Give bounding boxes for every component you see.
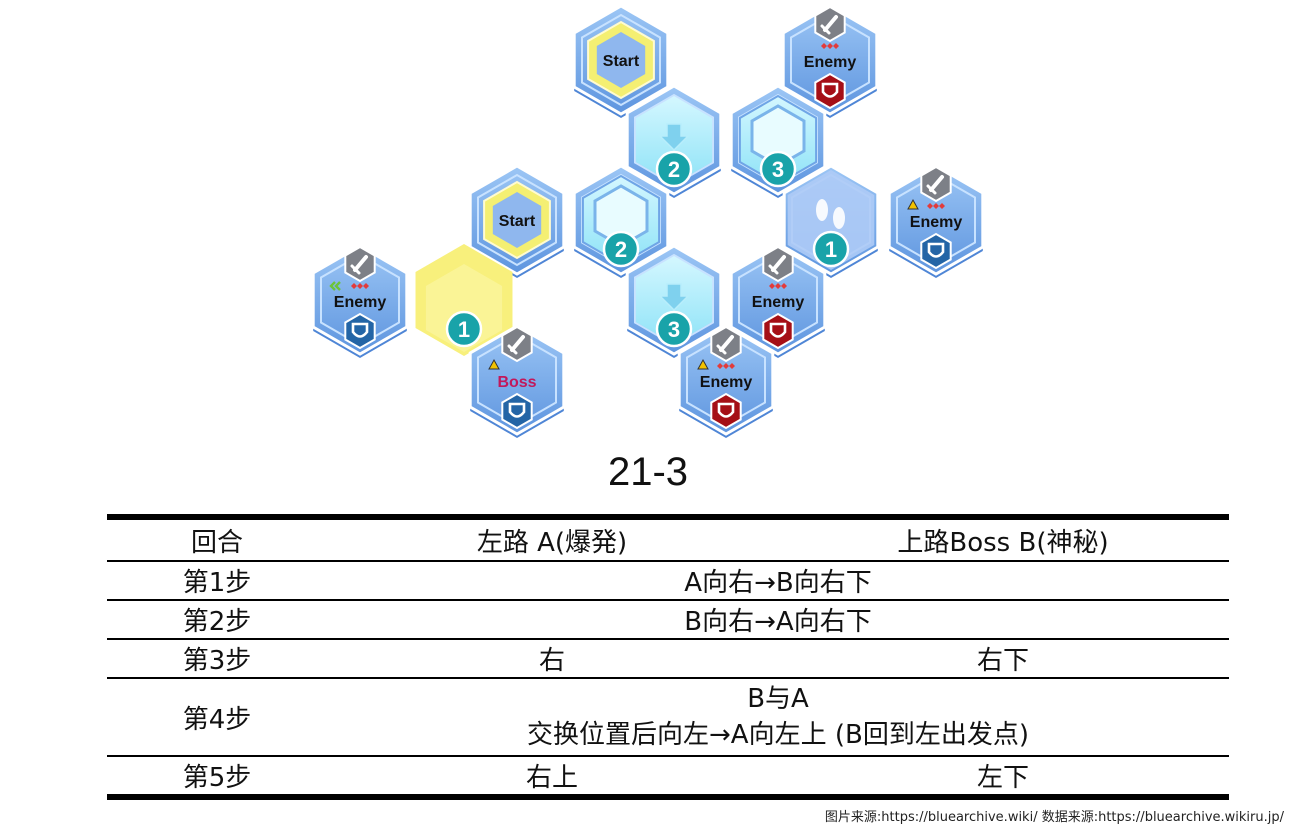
tile-label: Boss — [497, 374, 536, 391]
arrow-down-icon — [658, 123, 690, 152]
tile-label: Enemy — [334, 294, 387, 311]
difficulty-icon — [927, 203, 945, 209]
sword-icon — [762, 245, 794, 283]
warning-icon — [488, 358, 500, 370]
move-cell: B与A 交换位置后向左→A向左上 (B回到左出发点) — [327, 678, 1229, 756]
sword-icon — [920, 165, 952, 203]
number-badge: 2 — [602, 230, 640, 268]
arrow-down-icon — [658, 283, 690, 312]
shield-icon — [762, 312, 794, 350]
tile-label: Start — [603, 53, 640, 70]
table-row: 第2步 B向右→A向右下 — [107, 600, 1229, 639]
table-row: 第1步 A向右→B向右下 — [107, 561, 1229, 600]
header-route-a: 左路 A(爆発) — [476, 527, 628, 558]
difficulty-icon — [821, 43, 839, 49]
sword-icon — [501, 325, 533, 363]
svg-text:3: 3 — [668, 317, 680, 342]
map-tile-portal: 2 — [572, 164, 670, 278]
map-tile-portal: 3 — [729, 84, 827, 198]
shield-icon — [501, 392, 533, 430]
svg-text:1: 1 — [825, 237, 837, 262]
map-tile-arrow: 3 — [625, 244, 723, 358]
tile-label: Enemy — [804, 54, 857, 71]
map-tile-enemy: Enemy — [311, 244, 409, 358]
map-tile-start: Start — [468, 164, 566, 278]
difficulty-icon — [351, 283, 369, 289]
svg-text:2: 2 — [668, 157, 680, 182]
stage-title: 21-3 — [607, 450, 689, 494]
move-cell-b: 左下 — [976, 763, 1029, 793]
map-tile-enemy: Enemy — [887, 164, 985, 278]
route-table: 回合 左路 A(爆発) 上路Boss B(神秘) 第1步 A向右→B向右下 第2… — [107, 514, 1229, 800]
number-badge: 3 — [759, 150, 797, 188]
number-badge: 1 — [812, 230, 850, 268]
source-credit: 图片来源:https://bluearchive.wiki/ 数据来源:http… — [824, 810, 1284, 825]
sword-icon — [710, 325, 742, 363]
header-route-b: 上路Boss B(神秘) — [897, 527, 1109, 558]
sword-icon — [344, 245, 376, 283]
move-cell: A向右→B向右下 — [684, 568, 872, 598]
map-tile-boss: Boss — [468, 324, 566, 438]
tile-label: Enemy — [752, 294, 805, 311]
tile-body — [468, 324, 566, 436]
svg-text:2: 2 — [615, 237, 627, 262]
shield-icon — [344, 312, 376, 350]
sword-icon — [814, 5, 846, 43]
shield-icon — [920, 232, 952, 270]
map-tile-enemy: Enemy — [729, 244, 827, 358]
round-cell: 第4步 — [182, 704, 252, 735]
difficulty-icon — [717, 363, 735, 369]
shield-icon — [710, 392, 742, 430]
table-row: 第4步 B与A 交换位置后向左→A向左上 (B回到左出发点) — [107, 678, 1229, 756]
table-row: 第5步 右上 左下 — [107, 756, 1229, 797]
move-cell-a: 右上 — [525, 763, 578, 793]
header-round: 回合 — [190, 527, 243, 558]
svg-text:3: 3 — [772, 157, 784, 182]
tile-label: Start — [499, 213, 536, 230]
number-badge: 3 — [655, 310, 693, 348]
tile-body — [677, 324, 775, 436]
tile-label: Enemy — [910, 214, 963, 231]
table-row: 第3步 右 右下 — [107, 639, 1229, 678]
number-badge: 2 — [655, 150, 693, 188]
tile-body — [311, 244, 409, 356]
move-cell: B向右→A向右下 — [684, 607, 872, 637]
svg-text:1: 1 — [458, 317, 470, 342]
round-cell: 第5步 — [182, 763, 252, 793]
move-cell-a: 右 — [538, 646, 565, 676]
map-tile-enemy: Enemy — [781, 4, 879, 118]
tile-body — [887, 164, 985, 276]
move-line: 交换位置后向左→A向左上 (B回到左出发点) — [527, 720, 1029, 750]
shield-icon — [814, 72, 846, 110]
warning-icon — [907, 198, 919, 210]
move-cell-b: 右下 — [976, 646, 1029, 676]
round-cell: 第1步 — [182, 568, 252, 598]
tile-body — [781, 4, 879, 116]
map-tile-arrow: 2 — [625, 84, 723, 198]
map-tile-footsteps: 1 — [782, 164, 880, 278]
tile-body — [729, 244, 827, 356]
chevron-left-icon — [329, 281, 341, 291]
table-header-row: 回合 左路 A(爆発) 上路Boss B(神秘) — [107, 517, 1229, 561]
map-tile-start: Start — [572, 4, 670, 118]
map-tile-enemy: Enemy — [677, 324, 775, 438]
warning-icon — [697, 358, 709, 370]
round-cell: 第3步 — [182, 646, 252, 676]
number-badge: 1 — [445, 310, 483, 348]
tile-label: Enemy — [700, 374, 753, 391]
map-tile-yellow: 1 — [415, 244, 513, 356]
round-cell: 第2步 — [182, 607, 252, 637]
move-line: B与A — [747, 684, 809, 714]
footsteps-icon — [816, 199, 845, 229]
difficulty-icon — [769, 283, 787, 289]
